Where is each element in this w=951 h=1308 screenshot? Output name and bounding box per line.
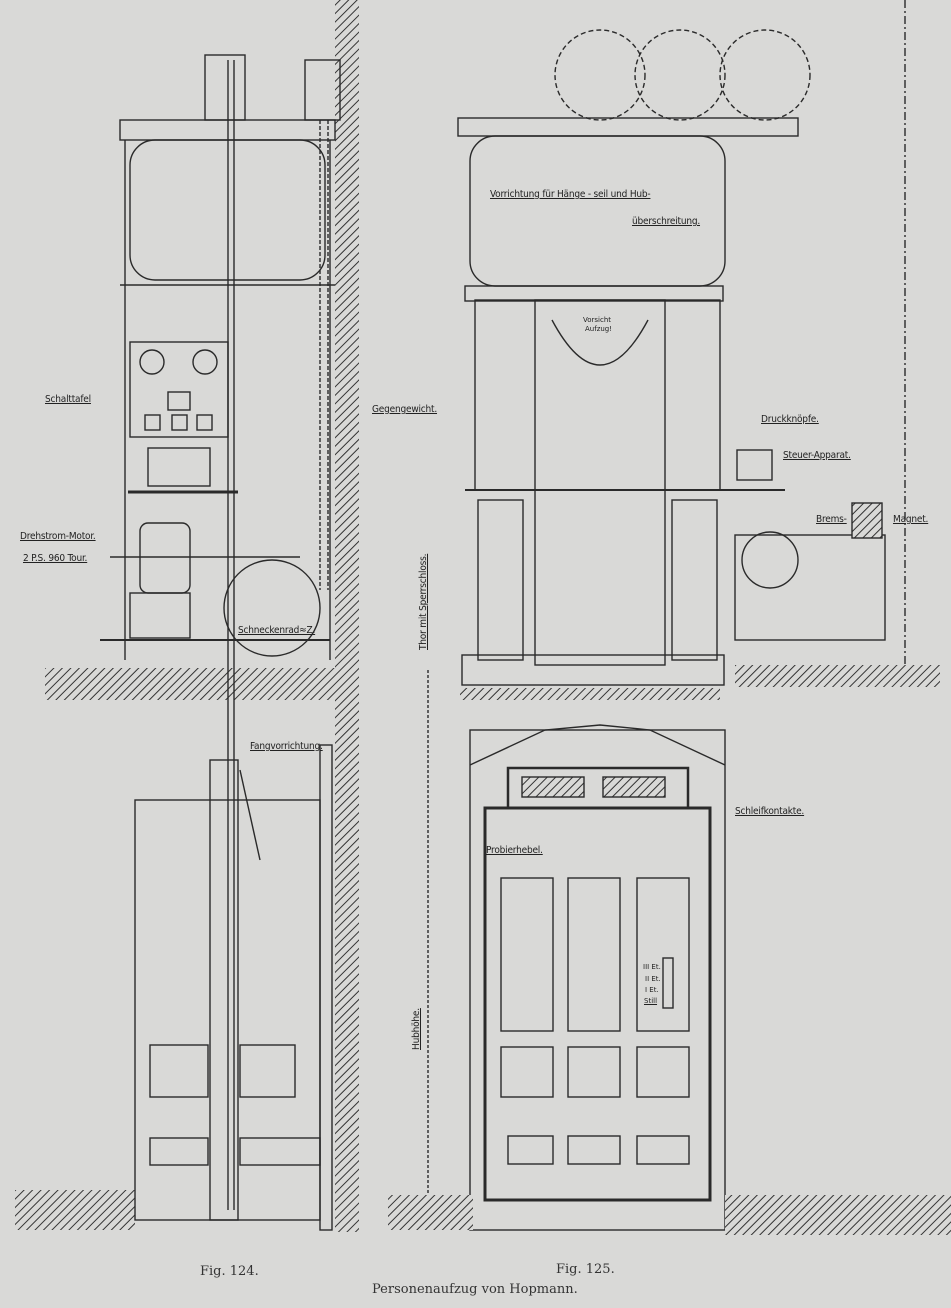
pulley <box>634 29 726 121</box>
elevator-car <box>469 729 726 1231</box>
floor-label: II Et. <box>645 975 661 983</box>
label-motor-spec: 2 P.S. 960 Tour. <box>23 553 88 564</box>
label-schneckenrad: Schneckenrad≈Z. <box>238 625 316 636</box>
label-motor: Drehstrom-Motor. <box>20 531 96 542</box>
label-steuer: Steuer-Apparat. <box>783 450 851 461</box>
shaft-wall <box>335 0 359 1232</box>
label-fangvorrichtung: Fangvorrichtung. <box>250 741 323 752</box>
machine-floor <box>45 668 335 700</box>
label-vorrichtung: Vorrichtung für Hänge - seil und Hub- <box>490 189 651 200</box>
label-magnet: Magnet. <box>893 514 929 525</box>
pulley <box>554 29 646 121</box>
figure-title: Personenaufzug von Hopmann. <box>372 1282 578 1297</box>
floor-label: I Et. <box>645 986 659 994</box>
sign-vorsicht: Vorsicht <box>583 316 612 324</box>
caption-fig124: Fig. 124. <box>200 1264 259 1279</box>
floor-label: Still <box>644 997 658 1005</box>
label-druckknoepfe: Druckknöpfe. <box>761 414 819 425</box>
brake-magnet <box>851 502 883 539</box>
label-thor: Thor mit Sperrschloss. <box>418 553 429 650</box>
label-brems: Brems- <box>816 514 847 525</box>
sign-aufzug: Aufzug! <box>585 325 613 333</box>
upper-floor <box>735 665 940 687</box>
switchboard <box>129 341 229 438</box>
label-schalttafel: Schalttafel <box>45 394 91 405</box>
label-ueberschreitung: überschreitung. <box>632 216 701 227</box>
pulley <box>719 29 811 121</box>
motor <box>139 522 191 594</box>
floor-label: III Et. <box>643 963 661 971</box>
label-gegengewicht: Gegengewicht. <box>372 404 438 415</box>
label-hubhoehe: Hubhöhe. <box>411 1008 422 1050</box>
label-probierhebel: Probierhebel. <box>486 845 543 856</box>
caption-fig125: Fig. 125. <box>556 1262 615 1277</box>
label-schleifkontakte: Schleifkontakte. <box>735 806 805 817</box>
